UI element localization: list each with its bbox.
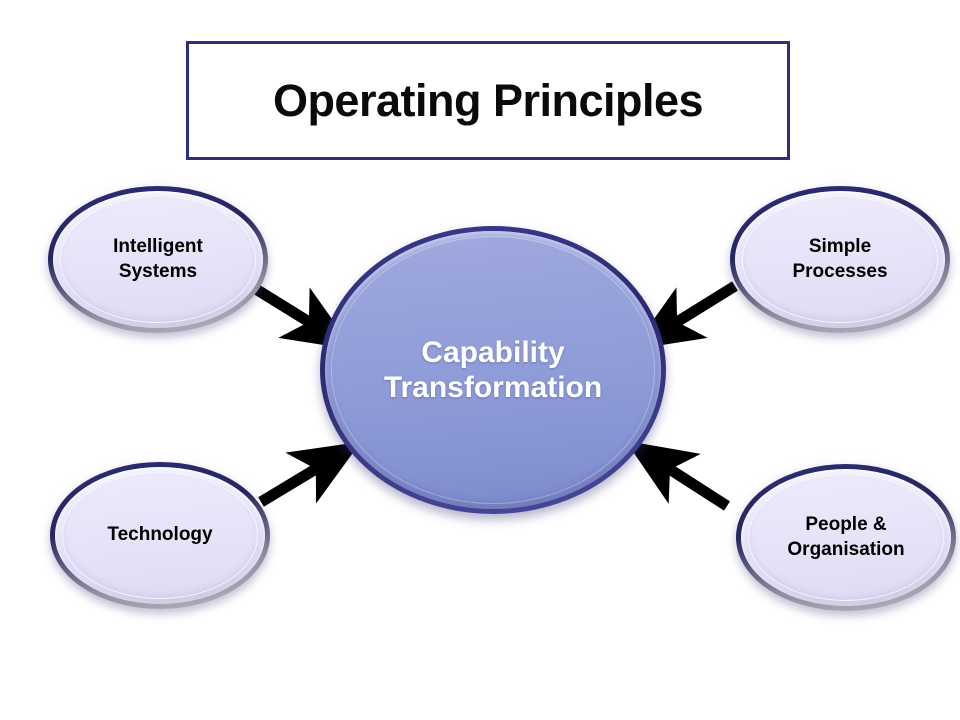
node-label-line2: Processes [792,260,888,282]
node-label-line1: Intelligent [113,236,203,258]
arrow-people-organisation-to-center [625,440,730,511]
node-label-line1: Simple [808,236,872,258]
node-fill [60,196,256,323]
arrow-simple-processes-to-center [632,281,738,350]
node-label: Simple Processes [730,186,950,333]
node-label: Intelligent Systems [48,186,268,333]
node-label-line2: Systems [118,260,198,282]
node-label-line1: People & [805,514,887,536]
center-node-label-line2: Transformation [383,371,603,404]
center-node-capability-transformation[interactable]: Capability Transformation [314,220,672,520]
node-fill [62,472,258,599]
page-title: Operating Principles [272,75,704,126]
node-people-organisation[interactable]: People & Organisation [729,457,960,618]
center-node-label-line1: Capability [421,335,565,369]
node-label-line1: Technology [107,524,213,546]
node-label: Technology [50,462,270,609]
node-label: People & Organisation [736,464,956,611]
center-node-rim [331,236,655,504]
arrow-technology-to-center [258,441,362,507]
node-fill [748,474,944,601]
center-node-label: Capability Transformation [320,226,666,514]
node-intelligent-systems[interactable]: Intelligent Systems [41,179,275,340]
node-technology[interactable]: Technology [43,455,277,616]
node-fill [742,196,938,323]
node-label-line2: Organisation [787,538,905,560]
title-box: Operating Principles [186,41,790,160]
node-simple-processes[interactable]: Simple Processes [723,179,957,340]
